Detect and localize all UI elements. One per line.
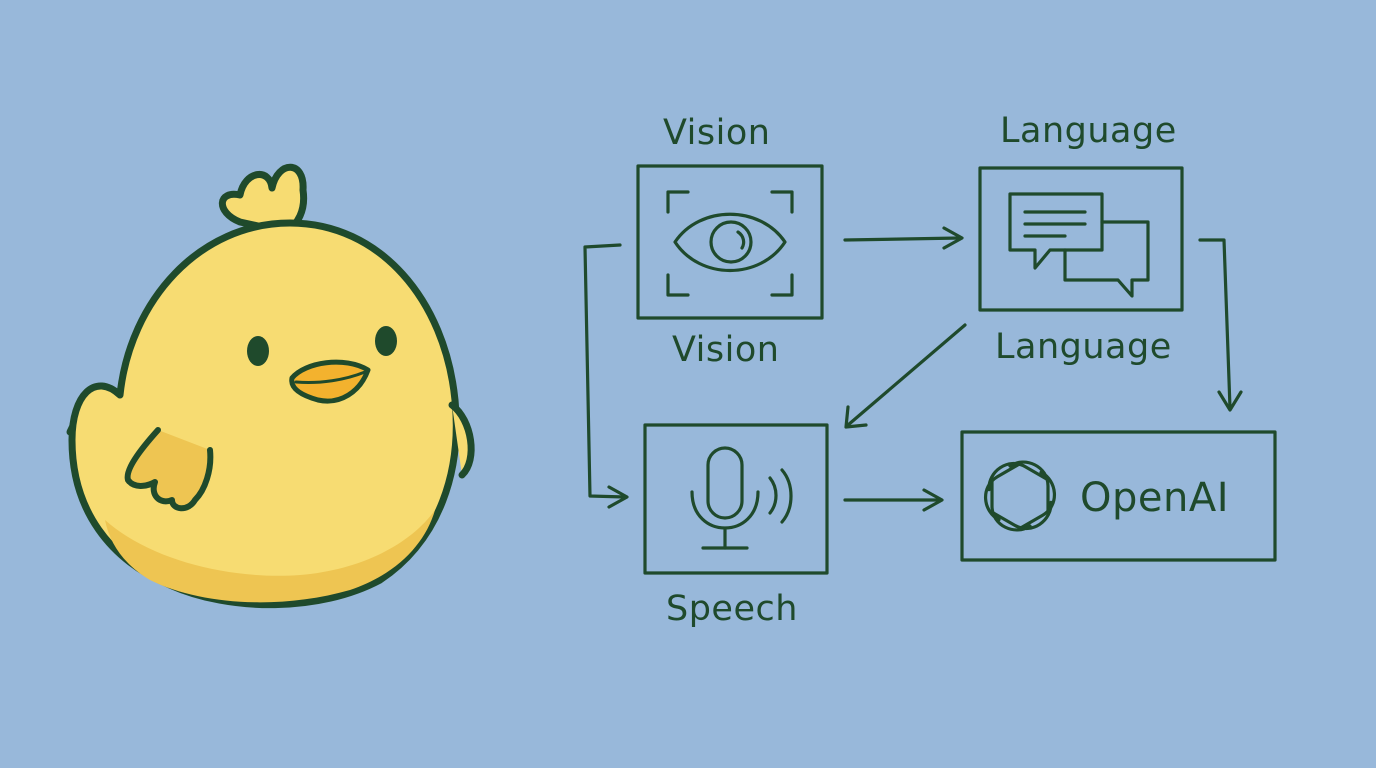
arrow-language-to-openai (1198, 238, 1243, 412)
language-box (978, 166, 1184, 312)
chick-mascot (66, 163, 475, 609)
arrow-vision-to-speech (583, 243, 629, 509)
language-label-top: Language (1000, 111, 1177, 151)
vision-label-bottom: Vision (672, 330, 780, 370)
arrow-language-to-speech (844, 323, 967, 429)
openai-box (960, 430, 1277, 562)
chat-bubbles-icon (1008, 192, 1150, 298)
language-label-bottom: Language (995, 327, 1172, 367)
speech-label: Speech (666, 589, 798, 629)
vision-box (636, 164, 824, 320)
vision-label-top: Vision (663, 113, 771, 153)
microphone-icon (690, 446, 793, 550)
eye-icon (673, 212, 787, 272)
speech-box (643, 423, 829, 575)
arrow-speech-to-openai (843, 488, 944, 512)
arrow-vision-to-language (843, 226, 964, 250)
openai-label: OpenAI (1080, 475, 1229, 521)
openai-logo-icon (984, 460, 1056, 532)
